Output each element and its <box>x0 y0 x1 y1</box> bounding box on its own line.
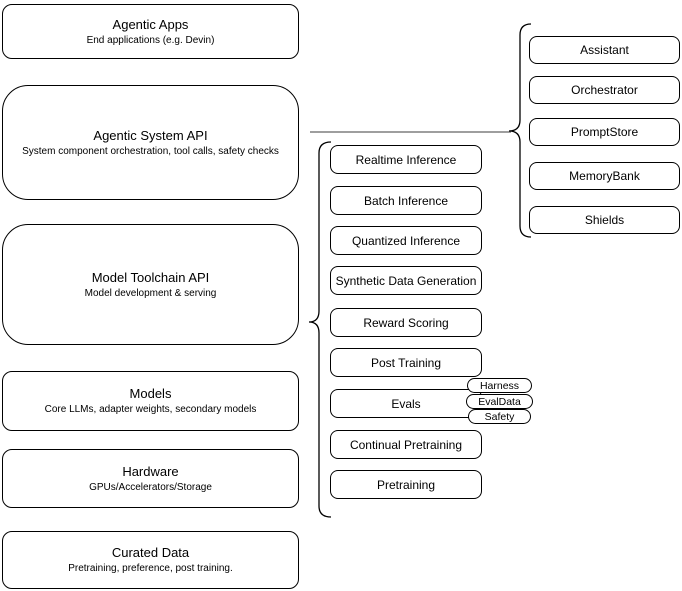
system-component-shields: Shields <box>529 206 680 234</box>
layer-subtitle: GPUs/Accelerators/Storage <box>89 481 212 493</box>
toolchain-item-post-training: Post Training <box>330 348 482 377</box>
layer-title: Models <box>129 386 172 401</box>
eval-tag-evaldata: EvalData <box>466 394 533 409</box>
toolchain-item-realtime-inference: Realtime Inference <box>330 145 482 174</box>
toolchain-brace <box>308 141 332 518</box>
toolchain-item-reward-scoring: Reward Scoring <box>330 308 482 337</box>
layer-title: Model Toolchain API <box>91 269 210 285</box>
layer-box-agentic-system-api: Agentic System API System component orch… <box>2 85 299 200</box>
layer-title: Curated Data <box>111 545 190 560</box>
toolchain-item-evals: Evals <box>330 389 482 418</box>
eval-tag-harness: Harness <box>467 378 532 393</box>
layer-subtitle: Model development & serving <box>84 287 217 299</box>
toolchain-item-batch-inference: Batch Inference <box>330 186 482 215</box>
toolchain-item-quantized-inference: Quantized Inference <box>330 226 482 255</box>
toolchain-item-continual-pretraining: Continual Pretraining <box>330 430 482 459</box>
layer-box-agentic-apps: Agentic Apps End applications (e.g. Devi… <box>2 4 299 59</box>
layer-box-hardware: Hardware GPUs/Accelerators/Storage <box>2 449 299 508</box>
layer-subtitle: System component orchestration, tool cal… <box>22 145 279 157</box>
layer-subtitle: Pretraining, preference, post training. <box>68 563 233 574</box>
layer-box-models: Models Core LLMs, adapter weights, secon… <box>2 371 299 431</box>
system-component-orchestrator: Orchestrator <box>529 76 680 104</box>
layer-title: Hardware <box>122 463 179 479</box>
layer-subtitle: End applications (e.g. Devin) <box>86 34 215 46</box>
layer-subtitle: Core LLMs, adapter weights, secondary mo… <box>44 404 257 415</box>
layer-title: Agentic System API <box>93 127 208 143</box>
system-component-memorybank: MemoryBank <box>529 162 680 190</box>
toolchain-item-pretraining: Pretraining <box>330 470 482 499</box>
layer-box-model-toolchain-api: Model Toolchain API Model development & … <box>2 224 299 345</box>
layer-box-curated-data: Curated Data Pretraining, preference, po… <box>2 531 299 589</box>
system-component-promptstore: PromptStore <box>529 118 680 146</box>
toolchain-item-synthetic-data-generation: Synthetic Data Generation <box>330 266 482 295</box>
system-component-assistant: Assistant <box>529 36 680 64</box>
layer-title: Agentic Apps <box>112 16 189 32</box>
system-brace <box>508 23 532 238</box>
eval-tag-safety: Safety <box>468 409 531 424</box>
